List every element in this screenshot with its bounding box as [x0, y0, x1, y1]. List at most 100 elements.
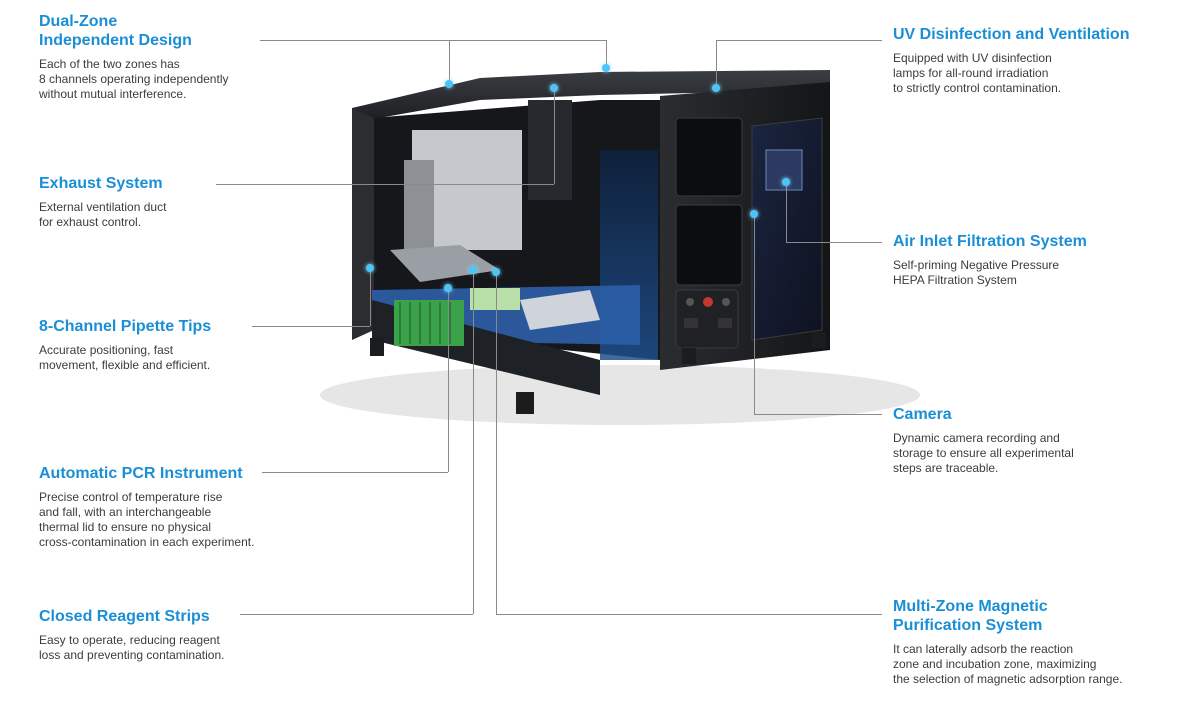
leader-line — [606, 40, 607, 68]
leader-line — [262, 472, 448, 473]
callout-title-line: Purification System — [893, 617, 1043, 634]
desc-line: to strictly control contamination. — [893, 81, 1062, 95]
leader-line — [554, 88, 555, 184]
desc-line: movement, flexible and efficient. — [39, 358, 211, 372]
callout-pcr: Automatic PCR Instrument Precise control… — [39, 464, 254, 550]
control-port — [718, 318, 732, 328]
desc-line: Accurate positioning, fast — [39, 343, 174, 357]
leader-line — [370, 268, 371, 326]
leader-line — [754, 414, 882, 415]
callout-title: Closed Reagent Strips — [39, 608, 210, 625]
leader-line — [448, 288, 449, 472]
desc-line: lamps for all-round irradiation — [893, 66, 1049, 80]
control-knob — [686, 298, 694, 306]
pointer-dot — [444, 284, 452, 292]
pointer-dot — [750, 210, 758, 218]
leader-line — [252, 326, 370, 327]
foot — [812, 332, 826, 348]
desc-line: Dynamic camera recording and — [893, 431, 1060, 445]
desc-line: loss and preventing contamination. — [39, 648, 225, 662]
callout-exhaust: Exhaust System External ventilation duct… — [39, 174, 166, 230]
power-button — [703, 297, 713, 307]
callout-title: Air Inlet Filtration System — [893, 233, 1087, 250]
desc-line: Each of the two zones has — [39, 57, 180, 71]
leader-line — [716, 40, 717, 88]
leader-line — [496, 614, 882, 615]
pointer-dot — [469, 266, 477, 274]
leader-line — [473, 270, 474, 614]
desc-line: Equipped with UV disinfection — [893, 51, 1052, 65]
desc-line: thermal lid to ensure no physical — [39, 520, 212, 534]
callout-uv: UV Disinfection and Ventilation Equipped… — [893, 25, 1129, 96]
callout-air-inlet: Air Inlet Filtration System Self-priming… — [893, 232, 1087, 288]
foot — [682, 348, 696, 364]
leader-line — [216, 184, 554, 185]
pointer-dot — [782, 178, 790, 186]
desc-line: and fall, with an interchangeable — [39, 505, 212, 519]
pointer-dot — [492, 268, 500, 276]
callout-title: 8-Channel Pipette Tips — [39, 318, 212, 335]
floor-shadow — [320, 365, 920, 425]
desc-line: without mutual interference. — [39, 87, 187, 101]
callout-title-line: Dual-Zone — [39, 13, 118, 30]
callout-reagent: Closed Reagent Strips Easy to operate, r… — [39, 607, 224, 663]
pointer-dot — [445, 80, 453, 88]
callout-title: Automatic PCR Instrument — [39, 465, 243, 482]
callout-title-line: Independent Design — [39, 32, 192, 49]
desc-line: HEPA Filtration System — [893, 273, 1017, 287]
desc-line: the selection of magnetic adsorption ran… — [893, 672, 1123, 686]
control-knob — [722, 298, 730, 306]
desc-line: 8 channels operating independently — [39, 72, 229, 86]
desc-line: steps are traceable. — [893, 461, 999, 475]
leader-line — [786, 242, 882, 243]
callout-title-line: Multi-Zone Magnetic — [893, 598, 1048, 615]
pointer-dot — [602, 64, 610, 72]
leader-line — [786, 182, 787, 242]
control-port — [684, 318, 698, 328]
desc-line: It can laterally adsorb the reaction — [893, 642, 1074, 656]
pointer-dot — [550, 84, 558, 92]
foot — [370, 338, 384, 356]
plate — [470, 288, 520, 310]
lower-window — [675, 204, 743, 286]
desc-line: cross-contamination in each experiment. — [39, 535, 255, 549]
desc-line: zone and incubation zone, maximizing — [893, 657, 1097, 671]
callout-title: UV Disinfection and Ventilation — [893, 26, 1130, 43]
desc-line: Easy to operate, reducing reagent — [39, 633, 220, 647]
leader-line — [260, 40, 606, 41]
foot — [516, 392, 534, 414]
callout-title: Camera — [893, 406, 952, 423]
exhaust-duct — [528, 100, 572, 200]
callout-title: Exhaust System — [39, 175, 163, 192]
top-panel — [352, 70, 830, 122]
desc-line: storage to ensure all experimental — [893, 446, 1074, 460]
pointer-dot — [712, 84, 720, 92]
callout-pipette: 8-Channel Pipette Tips Accurate position… — [39, 317, 211, 373]
left-side — [352, 108, 374, 340]
desc-line: External ventilation duct — [39, 200, 167, 214]
leader-line — [240, 614, 473, 615]
front-window — [675, 117, 743, 197]
tip-rack — [520, 290, 600, 330]
desc-line: Precise control of temperature rise — [39, 490, 223, 504]
pointer-dot — [366, 264, 374, 272]
leader-line — [754, 214, 755, 414]
leader-line — [716, 40, 882, 41]
desc-line: for exhaust control. — [39, 215, 142, 229]
leader-line — [496, 272, 497, 614]
